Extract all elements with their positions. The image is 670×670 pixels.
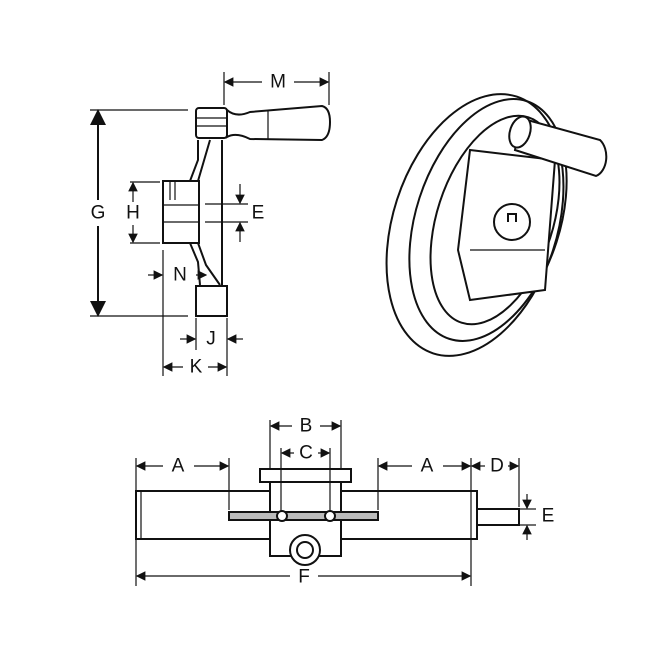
crank-handle xyxy=(513,116,608,178)
bottom-view: A A D B C E F xyxy=(135,416,555,588)
dim-label-a-left: A xyxy=(172,456,185,477)
dim-label-n: N xyxy=(173,265,187,286)
handle-grip xyxy=(226,104,332,142)
dim-label-e-bottom: E xyxy=(542,506,555,527)
dim-label-j: J xyxy=(206,329,216,350)
perspective-view xyxy=(385,93,608,357)
dim-label-m: M xyxy=(270,72,286,93)
side-view: M G H E N J K xyxy=(90,72,332,378)
shaft-stub xyxy=(476,508,520,526)
hub-bore xyxy=(493,203,531,241)
dim-label-g: G xyxy=(91,203,106,224)
rim-block xyxy=(195,285,228,317)
threaded-rod xyxy=(228,511,379,521)
dim-label-h: H xyxy=(126,203,140,224)
dim-label-d: D xyxy=(490,456,504,477)
hub xyxy=(162,180,200,244)
dim-label-k: K xyxy=(190,357,203,378)
dim-label-b: B xyxy=(300,416,313,437)
hub-flange xyxy=(259,468,352,483)
lock-knob xyxy=(289,534,321,566)
dim-label-e-side: E xyxy=(252,203,265,224)
handle-hub xyxy=(195,107,228,139)
dim-label-c: C xyxy=(299,443,313,464)
dim-label-f: F xyxy=(298,567,310,588)
dim-label-a-right: A xyxy=(421,456,434,477)
